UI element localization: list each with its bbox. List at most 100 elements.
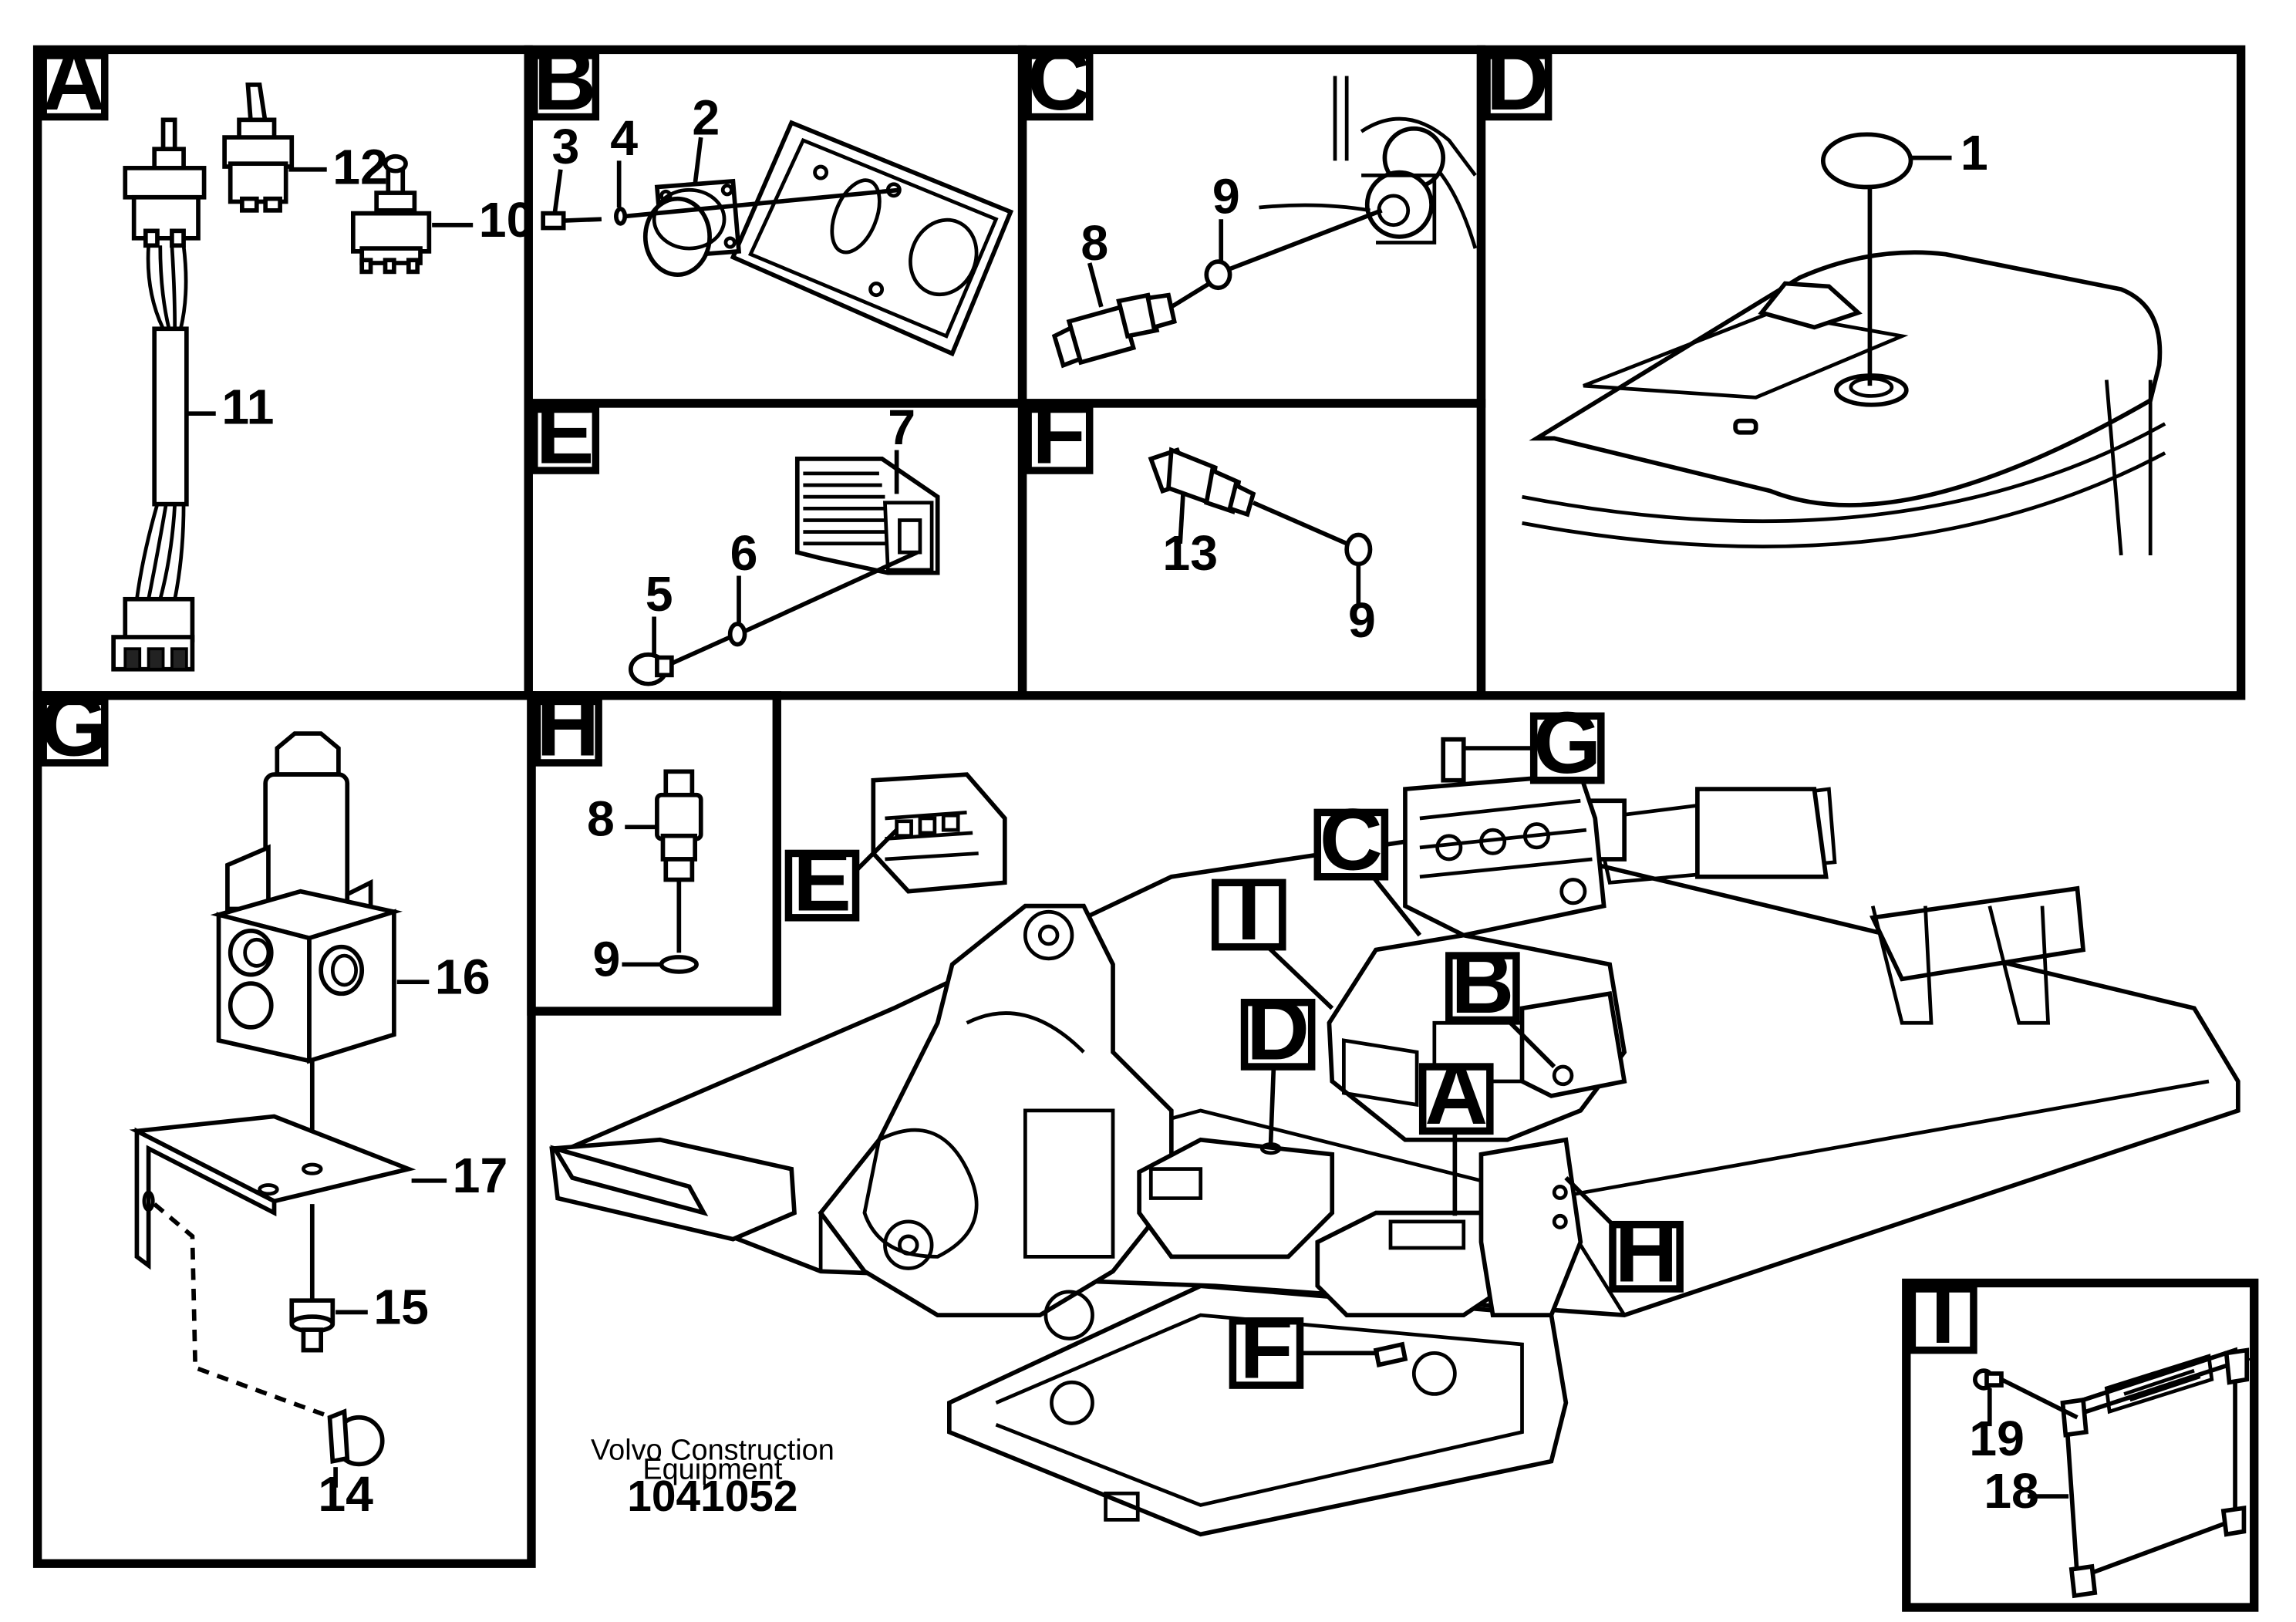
panel-a-drawing: 12 10 11	[111, 83, 534, 672]
callout-d-box	[1240, 998, 1316, 1071]
part-number-9-h: 9	[593, 932, 621, 987]
footer-company-line2: Equipment	[642, 1453, 783, 1485]
callout-d: D	[1246, 981, 1310, 1079]
panel-tag-i: I	[1930, 1264, 1955, 1362]
callout-e-box	[784, 849, 860, 922]
part-number-9-f: 9	[1348, 592, 1376, 648]
mounting-plate-illustration	[730, 120, 1014, 357]
part-number-7: 7	[888, 400, 915, 455]
part-number-16: 16	[435, 949, 491, 1004]
panel-tag-g: G	[40, 677, 108, 775]
bracket-illustration	[129, 1114, 416, 1270]
panel-tag-b-box	[531, 52, 600, 121]
callout-h-box	[1609, 1220, 1684, 1293]
callout-c-box	[1313, 808, 1389, 881]
panel-tag-c: C	[1027, 31, 1091, 129]
o-ring-h-illustration	[659, 955, 699, 974]
panel-i-frame	[1902, 1278, 2259, 1612]
footer-company-line1: Volvo Construction	[591, 1435, 834, 1467]
callout-e: E	[793, 831, 851, 929]
part-number-1: 1	[1961, 125, 1988, 180]
screw-19-illustration	[1972, 1368, 2004, 1391]
control-unit-illustration	[2060, 1347, 2252, 1599]
callout-c: C	[1320, 791, 1383, 889]
panel-e-drawing: 5 6 7	[628, 400, 940, 686]
part-number-19: 19	[1969, 1411, 2025, 1466]
callout-b: B	[1451, 934, 1514, 1032]
callouts: G E C I B D A H F	[784, 694, 1684, 1398]
callout-g-box	[1529, 712, 1605, 784]
callout-f-box	[1229, 1317, 1304, 1389]
solenoid-valve-illustration	[210, 731, 403, 1064]
panel-frames	[32, 45, 2259, 1612]
part-number-6: 6	[730, 525, 758, 581]
panel-tag-f: F	[1032, 385, 1085, 483]
panel-h-drawing: 8 9	[587, 769, 703, 987]
part-number-9-c: 9	[1212, 169, 1240, 224]
washer-e-illustration	[727, 622, 747, 647]
o-ring-f-illustration	[1344, 532, 1373, 567]
panel-tags: A B C D E F G H I	[39, 31, 1977, 1362]
part-number-12: 12	[332, 140, 388, 195]
part-number-17: 17	[453, 1148, 508, 1203]
panel-e-frame	[524, 399, 1027, 700]
panel-c-drawing: 8 9	[1051, 76, 1478, 369]
part-number-2: 2	[692, 89, 720, 145]
callout-f: F	[1239, 1300, 1293, 1398]
callout-i-box	[1211, 878, 1286, 951]
pressure-sensor-f-illustration	[1148, 447, 1256, 518]
footer: Volvo Construction Equipment 1041052	[591, 1435, 834, 1521]
callout-b-box	[1445, 952, 1520, 1024]
part-number-4: 4	[610, 110, 638, 166]
panel-h-frame	[527, 691, 781, 1016]
panel-tag-d-box	[1483, 52, 1553, 121]
panel-tag-f-box	[1024, 405, 1094, 474]
panel-tag-b: B	[534, 31, 597, 129]
panel-tag-g-box	[39, 697, 109, 767]
pressure-sensor-c-illustration	[1051, 292, 1177, 369]
panel-tag-h-box	[533, 697, 602, 767]
panel-tag-i-box	[1908, 1285, 1977, 1354]
part-number-5: 5	[646, 566, 673, 622]
panel-g-drawing: 16 17 15 14	[129, 731, 508, 1522]
part-number-8-h: 8	[587, 791, 615, 847]
connector-block-illustration	[794, 457, 940, 575]
callout-h: H	[1615, 1203, 1678, 1301]
panel-f-frame	[1017, 399, 1486, 700]
main-frame-drawing	[549, 737, 2240, 1537]
part-number-13: 13	[1162, 525, 1218, 581]
part-number-14: 14	[318, 1466, 373, 1522]
bolt-14-illustration	[327, 1408, 385, 1467]
o-ring-c-illustration	[1204, 259, 1232, 291]
panel-tag-d: D	[1486, 31, 1549, 129]
callout-i: I	[1236, 861, 1261, 959]
part-number-11: 11	[221, 379, 274, 434]
roof-plug-illustration	[1820, 132, 1913, 190]
part-number-8-c: 8	[1081, 215, 1108, 271]
panel-tag-h: H	[536, 677, 599, 775]
panel-tag-e-box	[531, 405, 600, 474]
panel-tag-a-box	[39, 52, 109, 121]
panel-d-drawing: 1	[1522, 125, 2166, 556]
power-socket-illustration	[642, 178, 742, 278]
callout-g: G	[1533, 694, 1601, 792]
panel-d-frame	[1476, 45, 2246, 700]
panel-b-drawing: 3 4 2	[541, 89, 1014, 357]
part-number-18: 18	[1984, 1463, 2039, 1519]
toggle-switch-with-harness-illustration	[111, 117, 207, 672]
screw-illustration	[541, 211, 566, 231]
toggle-switch-10-illustration	[350, 153, 432, 275]
panel-tag-a: A	[42, 31, 106, 129]
panel-i-drawing: 19 18	[1969, 1347, 2252, 1599]
panel-tag-c-box	[1024, 52, 1094, 121]
panel-f-drawing: 13 9	[1148, 447, 1376, 648]
footer-doc-number: 1041052	[627, 1472, 797, 1521]
toggle-switch-12-illustration	[222, 83, 295, 213]
panel-tag-e: E	[536, 385, 595, 483]
panel-g-frame	[32, 691, 536, 1568]
pressure-sensor-h-illustration	[655, 769, 703, 882]
callout-a: A	[1424, 1045, 1488, 1143]
washer-illustration	[614, 207, 628, 226]
bolt-15-illustration	[289, 1298, 335, 1353]
part-number-3: 3	[552, 119, 580, 174]
